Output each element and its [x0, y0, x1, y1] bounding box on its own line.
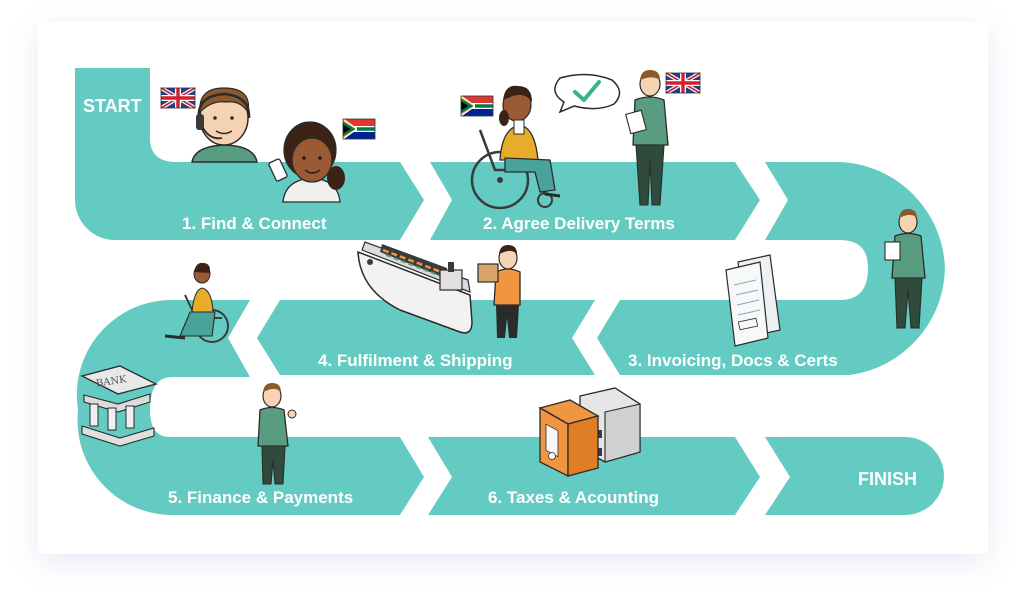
cargo-ship-icon [357, 241, 473, 334]
row3-finish [765, 437, 944, 515]
row1-band2 [430, 162, 760, 240]
woman-with-phone-icon [268, 121, 345, 203]
clipboard-man-icon [884, 209, 926, 329]
south-africa-flag-icon [341, 117, 377, 141]
step3-label: 3. Invoicing, Docs & Certs [628, 351, 838, 370]
journey-path [75, 68, 945, 515]
step2-label: 2. Agree Delivery Terms [483, 214, 675, 233]
uk-flag-icon [161, 88, 195, 108]
uk-flag-icon [666, 73, 700, 93]
row2-band-right [597, 300, 760, 375]
speech-bubble-check-icon [554, 73, 621, 114]
start-label: START [83, 96, 142, 116]
wheelchair-woman-icon [470, 85, 561, 210]
south-africa-flag-icon [459, 94, 495, 118]
row3-band-mid [428, 437, 760, 515]
box-carrier-man-icon [477, 245, 521, 338]
headset-man-icon [191, 87, 258, 163]
bank-sign: BANK [95, 374, 128, 389]
left-uturn [76, 300, 424, 515]
step6-label: 6. Taxes & Acounting [488, 488, 659, 507]
binders-icon [538, 387, 641, 478]
step5-label: 5. Finance & Payments [168, 488, 353, 507]
finish-label: FINISH [858, 469, 917, 489]
finance-man-icon [257, 383, 297, 485]
step1-label: 1. Find & Connect [182, 214, 327, 233]
invoice-documents-icon [725, 254, 781, 347]
wheelchair-woman-small-icon [164, 262, 229, 343]
clipboard-man-icon [625, 70, 669, 206]
bank-building-icon: BANK [80, 365, 158, 447]
step4-label: 4. Fulfilment & Shipping [318, 351, 513, 370]
